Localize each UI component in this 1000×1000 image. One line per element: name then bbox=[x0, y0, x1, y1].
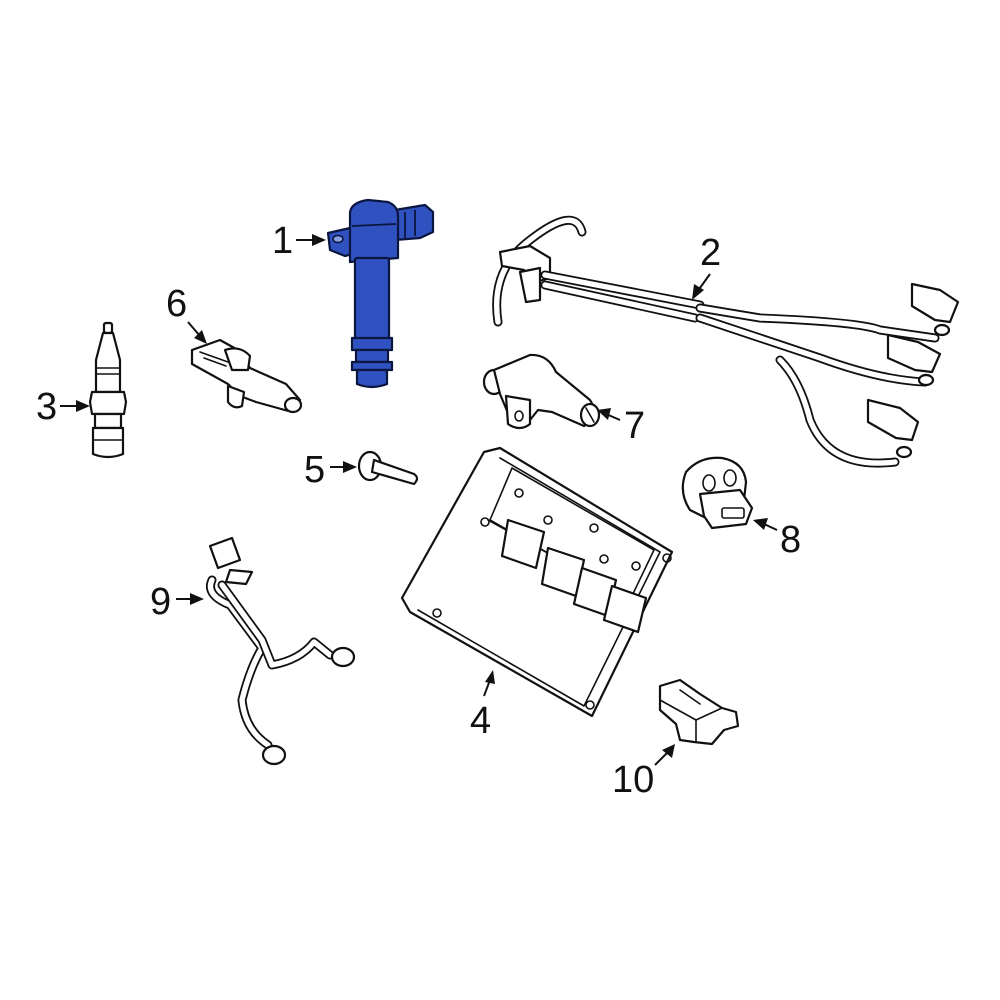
arrow-icon bbox=[662, 744, 675, 758]
part-4-engine-control-module[interactable] bbox=[400, 446, 674, 718]
part-2-wiring-harness[interactable] bbox=[492, 215, 960, 468]
svg-text:6: 6 bbox=[166, 283, 187, 325]
arrow-icon bbox=[597, 408, 611, 420]
svg-text:3: 3 bbox=[36, 386, 57, 428]
arrow-icon bbox=[312, 234, 326, 246]
callout-6: 6 bbox=[166, 283, 207, 344]
arrow-icon bbox=[485, 670, 495, 684]
arrow-icon bbox=[692, 284, 704, 300]
part-7-sensor[interactable] bbox=[482, 353, 601, 430]
svg-text:2: 2 bbox=[700, 232, 721, 274]
svg-text:8: 8 bbox=[780, 519, 801, 561]
callout-9: 9 bbox=[150, 581, 204, 623]
part-3-spark-plug[interactable] bbox=[88, 321, 128, 459]
part-8-sensor[interactable] bbox=[681, 456, 754, 530]
part-9-wiring-pigtail[interactable] bbox=[206, 536, 356, 766]
callout-3: 3 bbox=[36, 386, 90, 428]
arrow-icon bbox=[753, 518, 768, 530]
arrow-icon bbox=[194, 330, 207, 344]
svg-text:4: 4 bbox=[470, 700, 491, 742]
callout-1: 1 bbox=[272, 220, 326, 262]
part-6-sensor[interactable] bbox=[190, 338, 303, 414]
part-10-sensor[interactable] bbox=[658, 678, 740, 746]
part-1-ignition-coil[interactable] bbox=[326, 198, 435, 389]
arrow-icon bbox=[76, 400, 90, 412]
svg-text:10: 10 bbox=[612, 759, 654, 801]
callout-4: 4 bbox=[470, 670, 495, 742]
callout-10: 10 bbox=[612, 744, 675, 801]
arrow-icon bbox=[343, 461, 357, 473]
svg-text:5: 5 bbox=[304, 449, 325, 491]
svg-text:1: 1 bbox=[272, 220, 293, 262]
part-5-bolt[interactable] bbox=[357, 450, 419, 486]
callout-5: 5 bbox=[304, 449, 357, 491]
svg-text:9: 9 bbox=[150, 581, 171, 623]
callout-2: 2 bbox=[692, 232, 721, 300]
svg-text:7: 7 bbox=[624, 405, 645, 447]
arrow-icon bbox=[190, 593, 204, 605]
callout-8: 8 bbox=[753, 518, 801, 561]
callout-7: 7 bbox=[597, 405, 645, 447]
